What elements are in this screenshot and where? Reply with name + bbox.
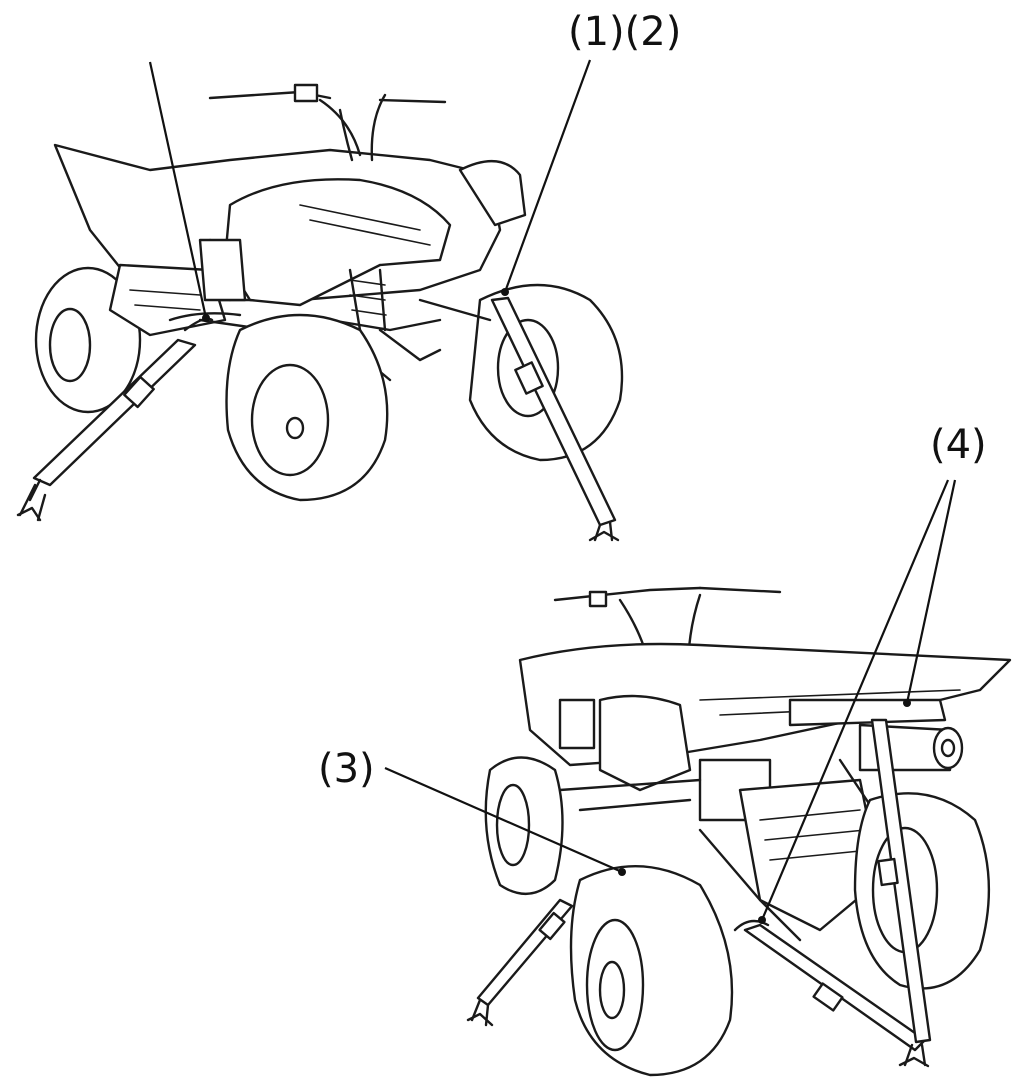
rear-view-right-rear-tire: [853, 792, 991, 990]
leader-rear-left-axle: [384, 766, 623, 874]
leader-rear-left-axle-dot: [618, 868, 626, 876]
front-view-right-tie-down-strap: [490, 296, 620, 542]
front-view-handlebar: [208, 83, 447, 162]
rear-view-far-left-tire: [484, 756, 564, 896]
rear-view-left-rear-tire: [569, 865, 734, 1077]
rear-view-atv: [466, 586, 1012, 1077]
leader-front-right-dot: [501, 288, 509, 296]
front-view-body: [53, 143, 527, 337]
callout-leaders: [148, 59, 957, 924]
leader-front-left-dot: [202, 314, 210, 322]
leader-rear-center: [760, 479, 950, 921]
leader-rear-right-dot: [903, 699, 911, 707]
callout-label-rear-left-axle: (3): [318, 746, 375, 792]
callout-label-front-straps: (1)(2): [568, 9, 681, 55]
leader-rear-center-dot: [758, 916, 766, 924]
rear-view-frame: [558, 758, 902, 942]
callout-label-rear-straps: (4): [930, 422, 987, 468]
front-view-right-tire: [468, 283, 624, 462]
leader-front-right: [503, 59, 592, 293]
rear-view-body: [518, 642, 1012, 792]
rear-view-left-tie-down-strap: [466, 898, 574, 1027]
rear-view-center-tie-down-straps: [733, 718, 932, 1068]
leader-front-left: [148, 61, 208, 319]
front-view-left-tie-down-strap: [16, 317, 214, 522]
front-view-atv: [16, 83, 624, 542]
leader-rear-right: [905, 479, 957, 704]
front-view-near-left-tire: [225, 313, 389, 502]
